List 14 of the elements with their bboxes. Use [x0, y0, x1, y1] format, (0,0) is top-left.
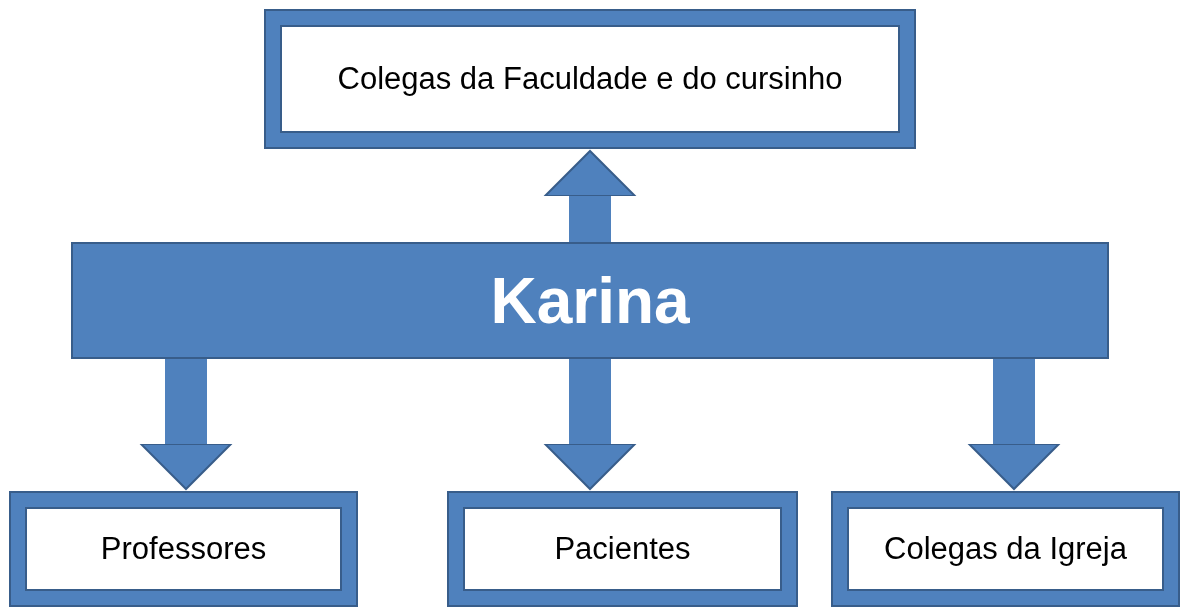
block-arrow [544, 357, 636, 490]
center-banner [73, 244, 1107, 357]
framed-box [449, 493, 796, 605]
node-label: Karina [490, 263, 690, 338]
framed-box [11, 493, 356, 605]
framed-box [833, 493, 1178, 605]
node-label: Colegas da Faculdade e do cursinho [336, 59, 844, 98]
block-arrow [140, 357, 232, 490]
framed-box [266, 11, 914, 147]
block-arrow [544, 150, 636, 244]
block-arrow [968, 357, 1060, 490]
node-label: Pacientes [553, 529, 692, 568]
node-label: Professores [99, 529, 268, 568]
node-label: Colegas da Igreja [883, 529, 1128, 568]
